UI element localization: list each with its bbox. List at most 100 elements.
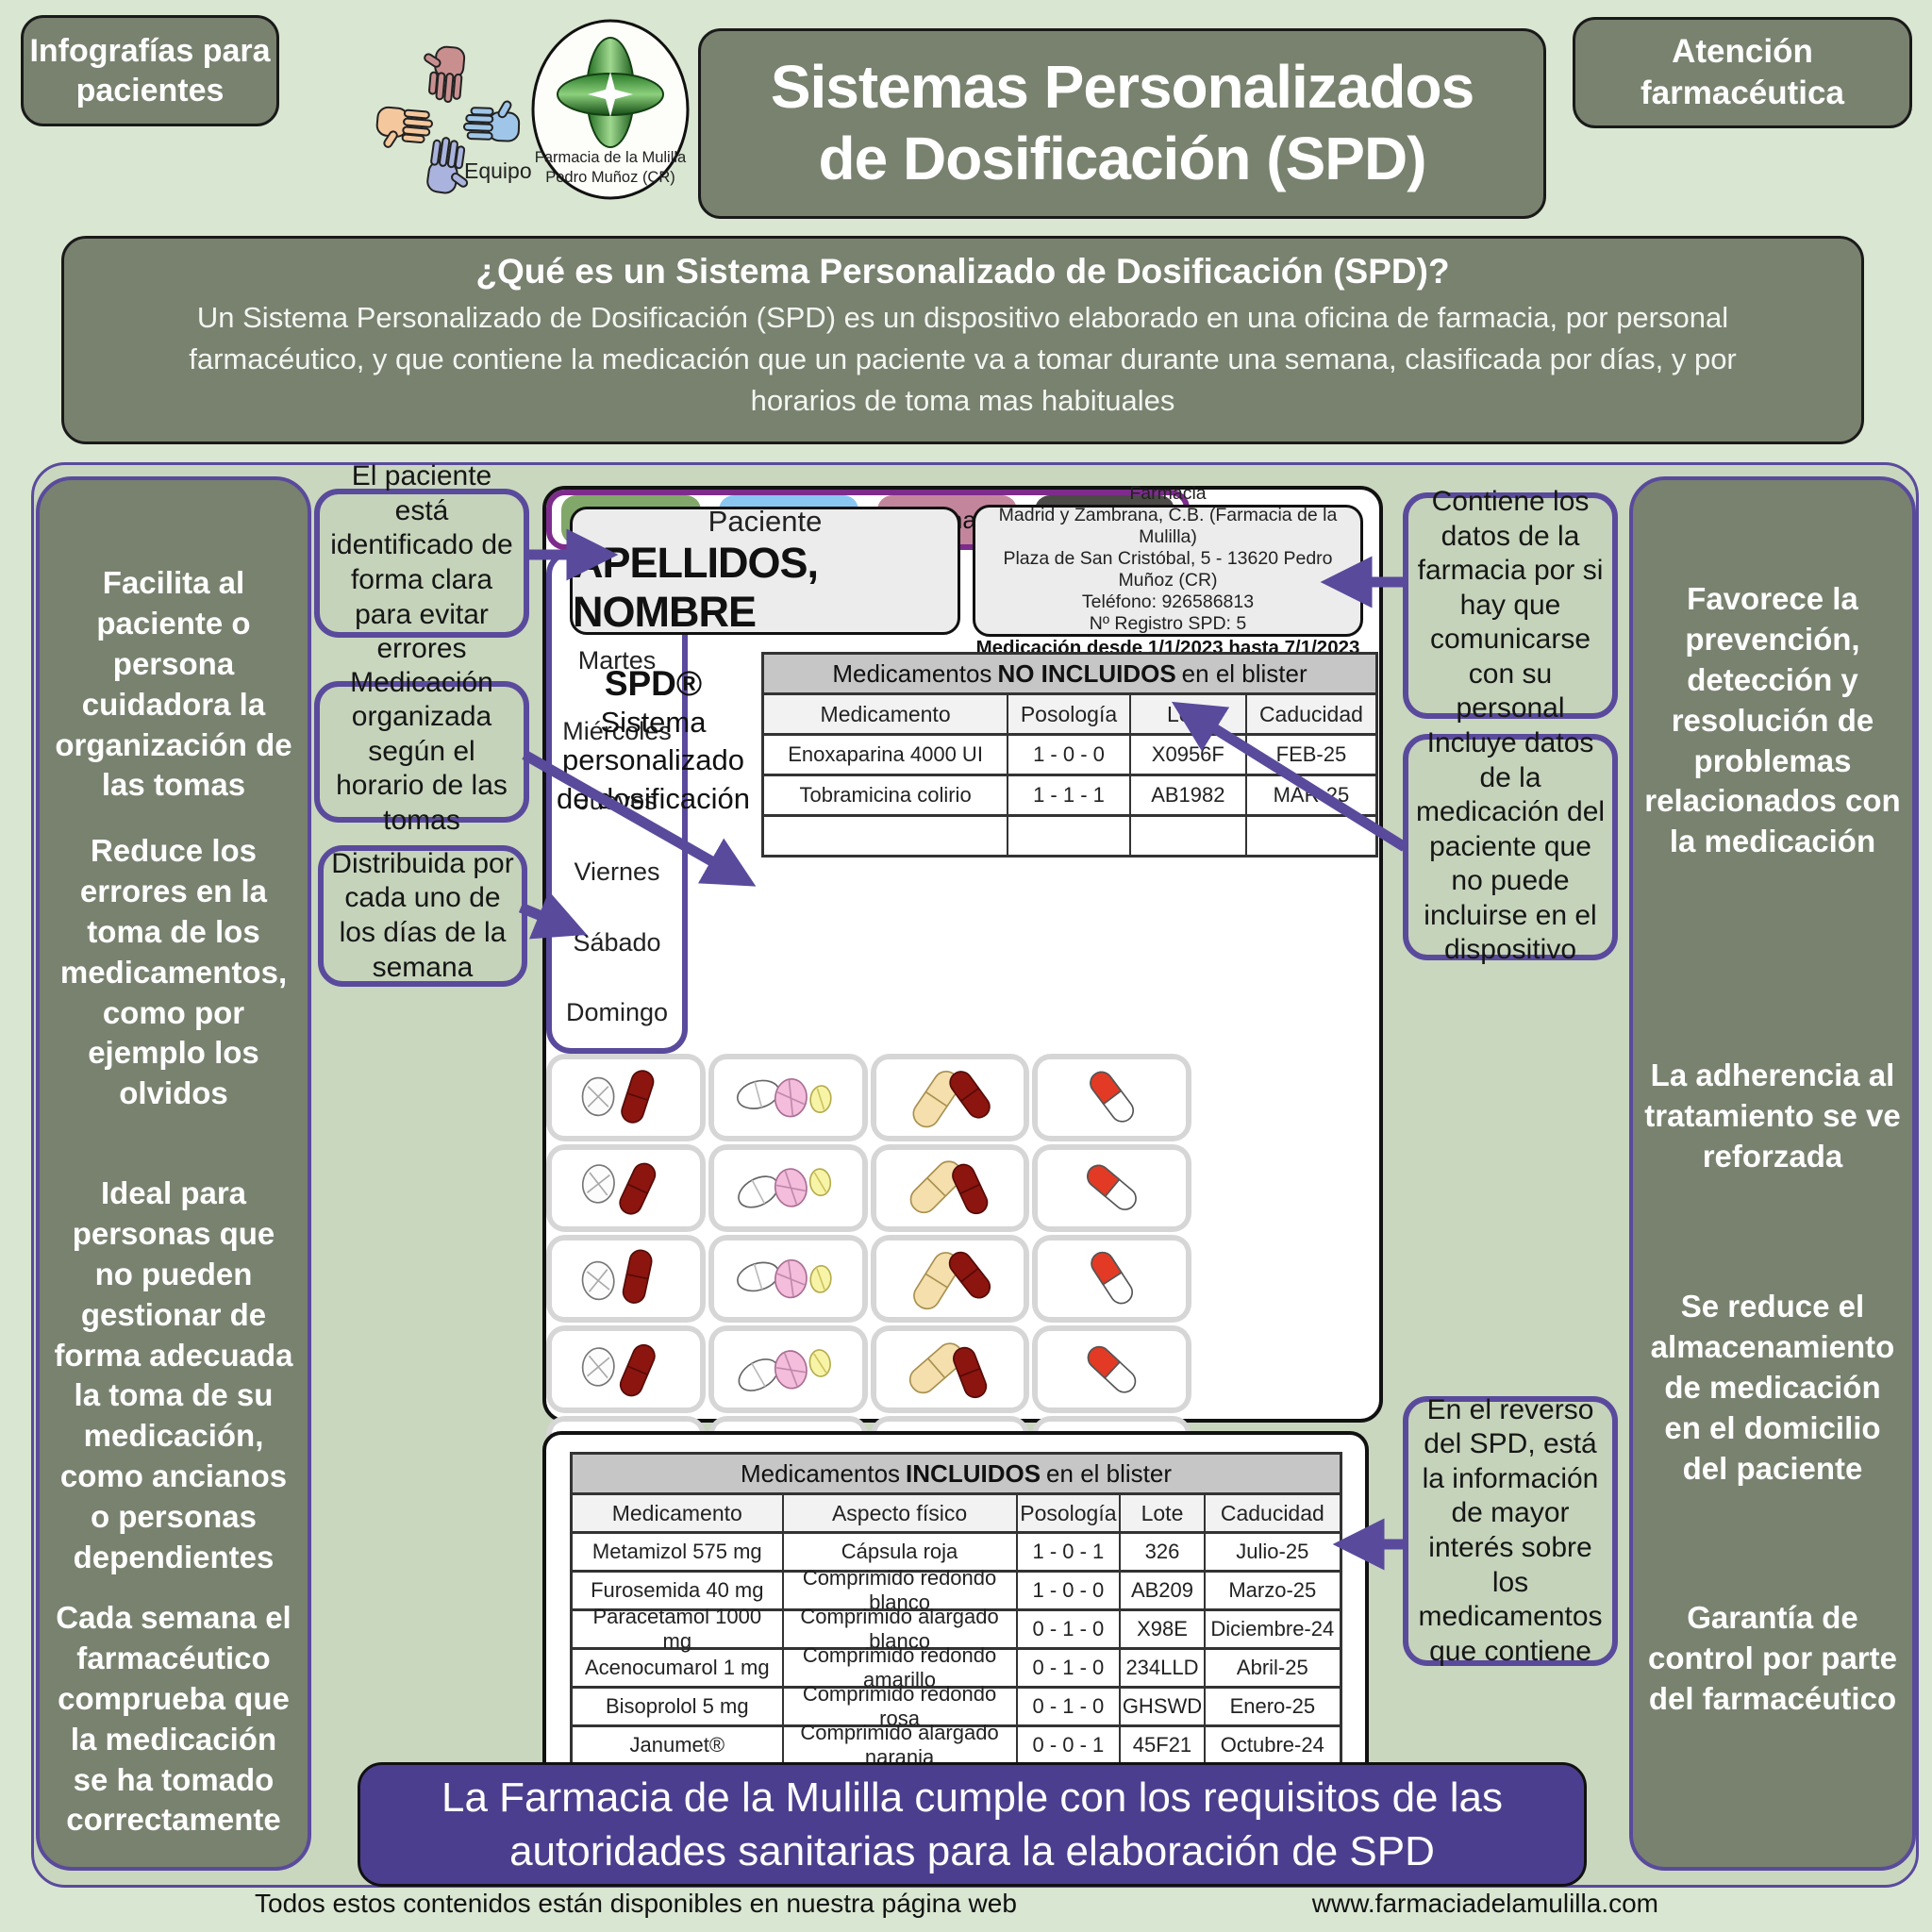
table-cell: Enoxaparina 4000 UI — [764, 736, 1009, 774]
table-cell: 1 - 1 - 1 — [1008, 776, 1131, 814]
table-cell: Comprimido alargado naranja — [784, 1721, 1018, 1769]
day-label: Miércoles — [562, 716, 672, 745]
footer-website-link[interactable]: www.farmaciadelamulilla.com — [1311, 1889, 1658, 1918]
footer-note: Todos estos contenidos están disponibles… — [255, 1889, 1017, 1918]
table-title-suffix: en el blister — [1181, 658, 1307, 688]
blister-cell-martes-comida — [708, 1144, 868, 1233]
pills-illustration — [875, 1059, 1024, 1137]
table-cell: 45F21 — [1121, 1727, 1206, 1763]
table-cell: Abril-25 — [1236, 1656, 1308, 1679]
table-title-suffix: en el blister — [1046, 1458, 1173, 1488]
benefit-item: Favorece la prevención, detección y reso… — [1644, 581, 1901, 859]
pills-illustration — [875, 1241, 1024, 1318]
table-cell: Bisoprolol 5 mg — [573, 1689, 784, 1724]
day-label: Viernes — [574, 858, 660, 887]
table-title-prefix: Medicamentos — [832, 658, 992, 688]
blister-cell-jueves-acostarse — [1032, 1325, 1191, 1414]
pills-illustration — [552, 1150, 700, 1227]
table-cell: AB209 — [1121, 1573, 1206, 1608]
table-cell: 234LLD — [1121, 1650, 1206, 1686]
pills-illustration — [875, 1331, 1024, 1408]
table-cell: Enero-25 — [1229, 1694, 1316, 1718]
callout-med-schedule: Medicación organizada según el horario d… — [314, 667, 529, 836]
table-cell: Metamizol 575 mg — [573, 1534, 784, 1570]
table-cell: Comprimido redondo amarillo — [784, 1643, 1018, 1691]
pharmacy-info-line: Teléfono: 926586813 — [1081, 591, 1255, 612]
pharmacy-info-box: Farmacia Madrid y Zambrana, C.B. (Farmac… — [973, 483, 1363, 658]
page-title: Sistemas Personalizados de Dosificación … — [698, 28, 1546, 219]
pills-illustration — [713, 1059, 862, 1137]
table-cell: Comprimido redondo blanco — [784, 1566, 1018, 1614]
table-cell: Comprimido redondo rosa — [784, 1682, 1018, 1730]
patient-label: Paciente — [708, 505, 823, 538]
column-header: Aspecto físico — [784, 1495, 1018, 1531]
benefit-item: Facilita al paciente o persona cuidadora… — [55, 565, 292, 803]
callout-pharmacy-data: Contiene los datos de la farmacia por si… — [1403, 486, 1618, 724]
day-label: Martes — [577, 646, 657, 675]
column-header: Lote — [1121, 1495, 1206, 1531]
benefit-item: Cada semana el farmacéutico comprueba qu… — [56, 1600, 291, 1838]
pills-illustration — [713, 1241, 862, 1318]
blister-cell-lunes-acostarse — [1032, 1054, 1191, 1142]
pills-illustration — [1038, 1059, 1186, 1137]
benefit-item: Garantía de control por parte del farmac… — [1647, 1600, 1897, 1716]
included-table-title: Medicamentos INCLUIDOS en el blister — [573, 1455, 1340, 1495]
patient-box: Paciente APELLIDOS, NOMBRE — [570, 505, 960, 636]
pills-illustration — [875, 1150, 1024, 1227]
table-title-bold: INCLUIDOS — [906, 1458, 1041, 1488]
table-cell: 0 - 0 - 1 — [1018, 1727, 1122, 1763]
blister-cell-jueves-cena — [870, 1325, 1030, 1414]
blister-cell-jueves-comida — [708, 1325, 868, 1414]
table-cell: Tobramicina colirio — [764, 776, 1009, 814]
logo-pharmacy-town: Pedro Muñoz (CR) — [545, 169, 675, 186]
included-meds-card: Medicamentos INCLUIDOS en el blister Med… — [542, 1431, 1369, 1836]
benefit-item: La adherencia al tratamiento se ve refor… — [1644, 1058, 1901, 1174]
pills-illustration — [713, 1150, 862, 1227]
patient-name: APELLIDOS, NOMBRE — [573, 539, 819, 636]
table-cell: FEB-25 — [1275, 742, 1347, 766]
table-cell: AB1982 — [1131, 776, 1247, 814]
table-title-bold: NO INCLUIDOS — [997, 658, 1176, 688]
table-cell: Janumet® — [573, 1727, 784, 1763]
pharmacy-info-line: Nº Registro SPD: 5 — [1089, 612, 1247, 634]
column-header: Lote — [1131, 695, 1247, 733]
callout-days-distribution: Distribuida por cada uno de los días de … — [318, 845, 527, 987]
callout-patient-id: El paciente está identificado de forma c… — [314, 460, 529, 664]
blister-cell-miércoles-desayuno — [546, 1235, 706, 1324]
table-cell: Furosemida 40 mg — [573, 1573, 784, 1608]
table-cell — [1131, 817, 1247, 855]
blister-cell-martes-desayuno — [546, 1144, 706, 1233]
blister-cell-miércoles-cena — [870, 1235, 1030, 1324]
table-cell: Paracetamol 1000 mg — [573, 1605, 784, 1653]
benefit-item: Ideal para personas que no pueden gestio… — [54, 1175, 293, 1575]
table-cell: 1 - 0 - 1 — [1018, 1534, 1122, 1570]
spd-label-subtitle: Sistema personalizado de dosificación — [556, 706, 751, 815]
table-cell: Comprimido alargado blanco — [784, 1605, 1018, 1653]
badge-infografias: Infografías para pacientes — [21, 15, 279, 126]
column-header: Medicamento — [573, 1495, 784, 1531]
column-header: Posología — [1018, 1495, 1122, 1531]
spd-product-label: SPD® Sistema personalizado de dosificaci… — [552, 664, 755, 818]
equipo-label: Equipo — [464, 158, 532, 183]
table-cell: 326 — [1121, 1534, 1206, 1570]
table-cell: X98E — [1121, 1611, 1206, 1647]
table-cell: Acenocumarol 1 mg — [573, 1650, 784, 1686]
intro-heading: ¿Qué es un Sistema Personalizado de Dosi… — [475, 252, 1450, 291]
table-cell: 0 - 1 - 0 — [1018, 1689, 1122, 1724]
pills-illustration — [1038, 1241, 1186, 1318]
spd-label-title: SPD® — [604, 664, 703, 703]
left-benefits-panel: Facilita al paciente o persona cuidadora… — [36, 476, 311, 1871]
pharmacy-info-line: Farmacia — [1129, 482, 1207, 504]
table-cell: Cápsula roja — [784, 1534, 1018, 1570]
table-row — [764, 817, 1375, 855]
